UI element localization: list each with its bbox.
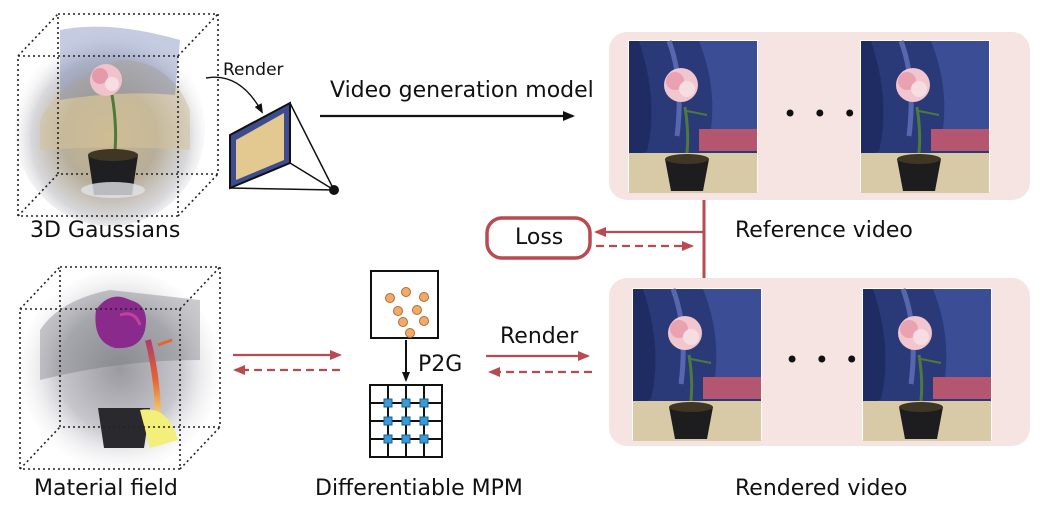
reference-video-label: Reference video <box>735 218 913 243</box>
render-curve-arrow <box>205 76 263 114</box>
rendered-video-label: Rendered video <box>735 476 908 501</box>
render-top-label: Render <box>223 60 284 80</box>
reference-ellipsis: • • • <box>783 100 861 128</box>
material-field-label: Material field <box>34 476 178 501</box>
render-bottom-label: Render <box>500 324 579 349</box>
mpm-grid-nodes <box>383 398 429 444</box>
video-generation-model-label: Video generation model <box>330 78 594 103</box>
loss-label: Loss <box>515 225 564 250</box>
p2g-label: P2G <box>418 352 463 377</box>
differentiable-mpm-label: Differentiable MPM <box>315 476 523 501</box>
gaussians-visual <box>15 13 219 226</box>
rendered-ellipsis: • • • <box>785 346 863 374</box>
loss-connector <box>594 200 706 278</box>
particles-box <box>370 270 439 339</box>
loss-box <box>485 216 592 260</box>
rendered-video-panel <box>609 278 1030 446</box>
material-field-visual <box>19 266 221 470</box>
camera-frustum-icon <box>229 101 339 195</box>
reference-video-panel <box>609 32 1030 200</box>
gaussians-label: 3D Gaussians <box>30 218 181 243</box>
